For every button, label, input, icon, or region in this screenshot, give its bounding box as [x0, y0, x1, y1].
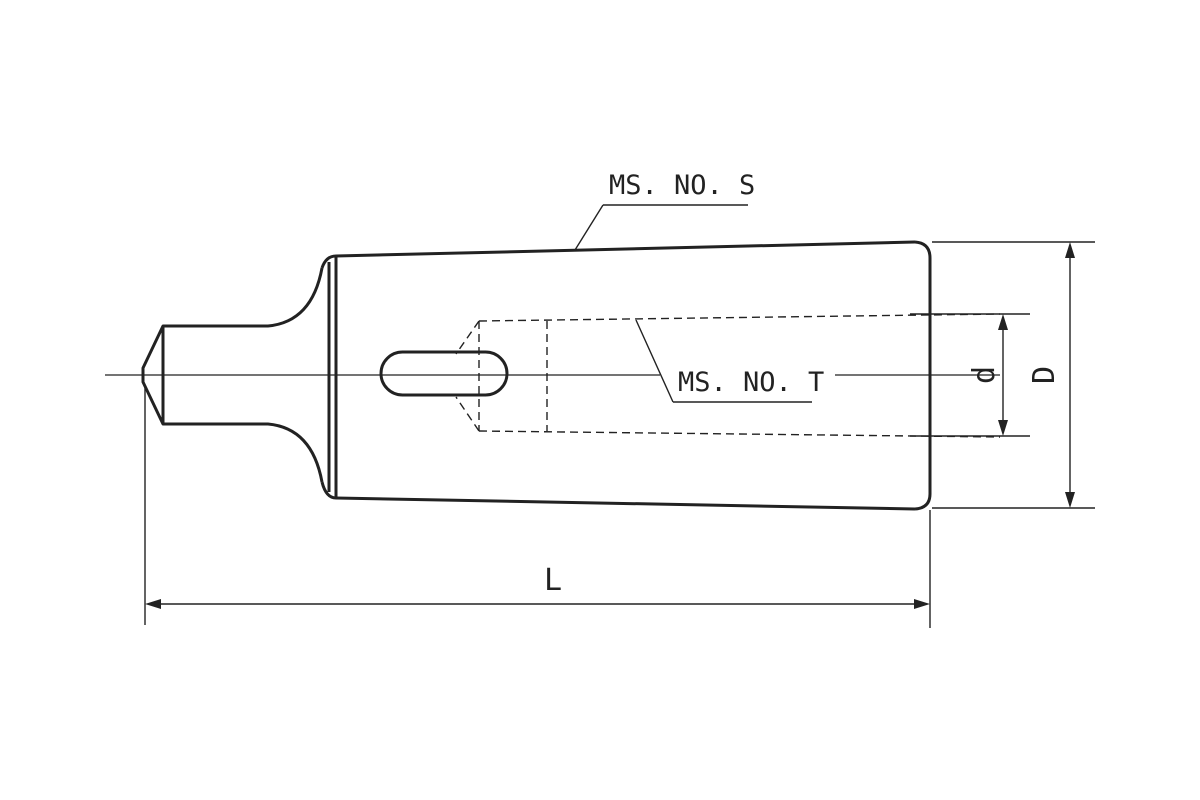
- tang-slot: [379, 350, 509, 397]
- outer-diameter-label: D: [1027, 366, 1062, 384]
- dimension-D-lines: [932, 241, 1095, 509]
- inner-taper-leader: [635, 319, 812, 403]
- outer-taper-label: MS. NO. S: [609, 170, 755, 201]
- overall-length-label: L: [544, 563, 562, 598]
- inner-diameter-label: d: [967, 366, 1002, 384]
- outer-taper-leader: [574, 204, 748, 251]
- sleeve-outline: [141, 240, 932, 511]
- inner-taper-label: MS. NO. T: [678, 367, 824, 398]
- dimension-L-lines: [144, 385, 931, 628]
- dimension-d-lines: [910, 313, 1030, 437]
